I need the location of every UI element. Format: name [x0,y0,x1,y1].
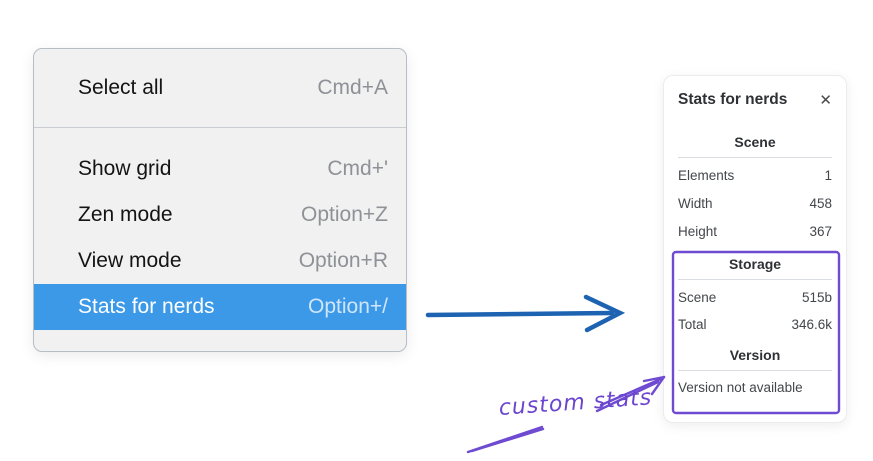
stat-value: 1 [824,168,832,183]
section-divider [678,370,832,371]
stat-value: 367 [809,224,832,239]
stat-value: 458 [809,196,832,211]
stat-label: Height [678,224,718,239]
section-header-storage: Storage [728,256,782,272]
section-header-version: Version [729,347,781,363]
menu-divider [34,127,406,128]
pointer-arrow [425,294,626,333]
stats-panel-title: Stats for nerds [678,91,788,108]
menu-item-zen-mode[interactable]: Zen mode Option+Z [34,192,406,238]
menu-item-label: View mode [78,249,182,272]
menu-item-shortcut: Option+/ [308,295,388,318]
stat-row-elements: Elements 1 [678,162,832,190]
stat-label: Elements [678,168,735,183]
stat-value: 346.6k [791,317,832,332]
menu-item-shortcut: Option+Z [301,203,388,226]
menu-item-label: Zen mode [78,203,173,226]
stats-panel-header: Stats for nerds ✕ [678,90,832,110]
menu-item-show-grid[interactable]: Show grid Cmd+' [34,146,406,192]
menu-item-shortcut: Cmd+' [327,157,388,180]
section-divider [678,279,832,280]
menu-item-label: Select all [78,76,164,99]
version-note: Version not available [678,380,803,395]
menu-item-label: Show grid [78,157,172,180]
section-header-scene: Scene [734,134,776,150]
custom-stats-underline [466,425,545,454]
menu-item-select-all[interactable]: Select all Cmd+A [34,49,406,127]
stat-row-storage-scene: Scene 515b [678,284,832,311]
stat-label: Width [678,196,713,211]
menu-item-shortcut: Option+R [298,249,388,272]
stats-panel: Stats for nerds ✕ Scene Elements 1 Width… [663,75,847,423]
context-menu: Select all Cmd+A Show grid Cmd+' Zen mod… [33,48,407,352]
menu-item-stats-for-nerds[interactable]: Stats for nerds Option+/ [34,284,406,330]
menu-item-view-mode[interactable]: View mode Option+R [34,238,406,284]
stat-value: 515b [801,290,832,305]
stat-label: Total [678,317,707,332]
custom-stats-label: custom stats [498,385,654,421]
stat-label: Scene [678,290,717,305]
stat-row-storage-total: Total 346.6k [678,311,832,338]
stat-row-height: Height 367 [678,218,832,246]
stat-row-width: Width 458 [678,190,832,218]
close-icon[interactable]: ✕ [819,91,832,109]
section-divider [678,157,832,158]
menu-item-shortcut: Cmd+A [317,76,388,99]
menu-item-label: Stats for nerds [78,295,215,318]
menu-group: Show grid Cmd+' Zen mode Option+Z View m… [34,128,406,330]
